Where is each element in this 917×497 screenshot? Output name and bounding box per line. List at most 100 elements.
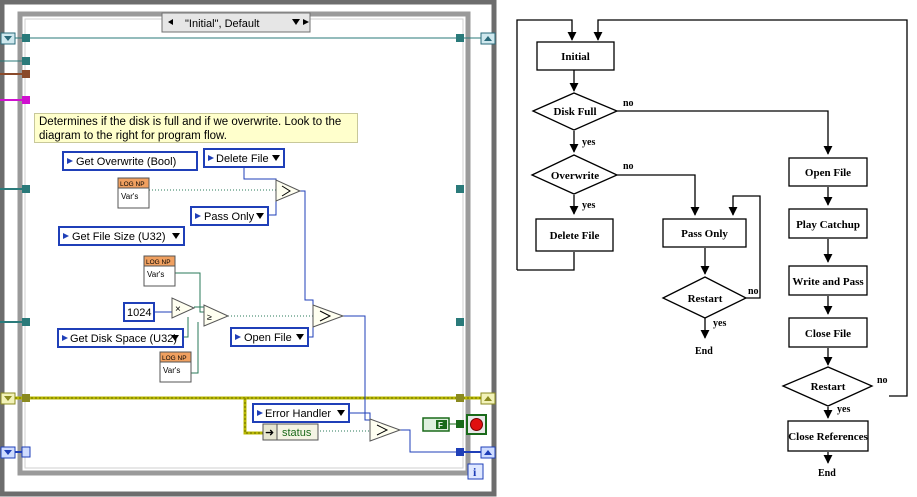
- diagram-comment: Determines if the disk is full and if we…: [34, 113, 358, 143]
- svg-text:LOG NP: LOG NP: [162, 355, 187, 362]
- label-disk-full-yes: yes: [582, 137, 595, 148]
- iteration-terminal[interactable]: i: [467, 463, 484, 480]
- shift-register-left[interactable]: [0, 32, 16, 45]
- svg-text:Write and Pass: Write and Pass: [792, 276, 864, 288]
- svg-text:Initial: Initial: [561, 51, 590, 63]
- enum-label: Pass Only: [204, 211, 255, 223]
- loop-condition-stop[interactable]: [466, 414, 487, 435]
- multiply-icon: ×: [175, 304, 181, 315]
- label-restart-left-no: no: [748, 286, 759, 297]
- label-disk-full-no: no: [623, 98, 634, 109]
- enum-get-disk-space[interactable]: Get Disk Space (U32): [57, 328, 184, 348]
- svg-text:Close File: Close File: [805, 328, 851, 340]
- label-overwrite-no: no: [623, 161, 634, 172]
- enum-dropdown-icon: [235, 334, 241, 340]
- enum-get-file-size[interactable]: Get File Size (U32): [58, 226, 185, 246]
- unbundle-status[interactable]: ➜ status: [262, 423, 319, 441]
- label-restart-right-no: no: [877, 375, 888, 386]
- subvi-log-np-1[interactable]: LOG NP Var's: [117, 177, 150, 209]
- node-pass-only: Pass Only: [662, 218, 747, 248]
- subvi-log-np-3[interactable]: LOG NP Var's: [159, 351, 192, 383]
- enum-dropdown-icon: [63, 233, 69, 239]
- decrement-arrow-icon[interactable]: [168, 19, 173, 25]
- decision-disk-full: Disk Full: [531, 92, 619, 131]
- label-overwrite-yes: yes: [582, 200, 595, 211]
- subvi-log-np-2[interactable]: LOG NP Var's: [143, 255, 176, 287]
- enum-arrow-icon: [337, 410, 345, 416]
- svg-text:Play Catchup: Play Catchup: [796, 219, 860, 231]
- svg-text:Var's: Var's: [147, 270, 164, 279]
- svg-text:Var's: Var's: [121, 192, 138, 201]
- svg-text:Restart: Restart: [688, 293, 723, 305]
- error-shift-register-left[interactable]: [0, 392, 16, 405]
- stop-icon: [470, 418, 483, 431]
- enum-error-handler[interactable]: Error Handler: [252, 403, 350, 423]
- enum-arrow-icon: [256, 213, 264, 219]
- greater-or-equal-icon: ≥: [207, 312, 212, 322]
- block-diagram: "Initial", Default: [0, 0, 497, 497]
- program-flowchart: Initial Delete File Pass Only Open File …: [516, 19, 908, 479]
- enum-get-overwrite[interactable]: Get Overwrite (Bool): [62, 151, 198, 171]
- enum-label: Error Handler: [265, 408, 331, 420]
- constant-1024-label: 1024: [127, 307, 151, 319]
- decision-restart-left: Restart: [661, 276, 748, 319]
- node-delete-file: Delete File: [535, 218, 614, 252]
- decision-restart-right: Restart: [781, 366, 874, 407]
- select-node-2[interactable]: [312, 304, 345, 328]
- enum-dropdown-icon: [208, 155, 214, 161]
- state-shift-register-left[interactable]: [0, 446, 16, 459]
- label-end-left: End: [695, 346, 713, 357]
- case-selector[interactable]: "Initial", Default: [161, 12, 311, 33]
- status-label: status: [282, 427, 312, 439]
- svg-text:F: F: [438, 421, 443, 430]
- select-node-1[interactable]: [275, 179, 302, 202]
- enum-delete-file[interactable]: Delete File: [203, 148, 285, 168]
- enum-label: Get Overwrite (Bool): [76, 156, 176, 168]
- constant-1024[interactable]: 1024: [123, 302, 155, 322]
- case-selector-label: "Initial", Default: [185, 18, 259, 30]
- enum-arrow-icon: [171, 335, 179, 341]
- node-play-catchup: Play Catchup: [788, 208, 868, 239]
- svg-text:LOG NP: LOG NP: [146, 259, 171, 266]
- arrow-right-icon: ➜: [265, 427, 274, 439]
- select-node-3[interactable]: [369, 418, 402, 442]
- boolean-constant-false[interactable]: F: [422, 417, 450, 432]
- svg-text:Close References: Close References: [788, 431, 868, 443]
- node-close-file: Close File: [788, 317, 868, 348]
- decision-overwrite: Overwrite: [530, 154, 619, 195]
- svg-text:LOG NP: LOG NP: [120, 181, 145, 188]
- dropdown-arrow-icon[interactable]: [292, 19, 300, 25]
- node-open-file: Open File: [788, 157, 868, 187]
- state-shift-register-right[interactable]: [480, 446, 496, 459]
- enum-arrow-icon: [296, 334, 304, 340]
- enum-dropdown-icon: [257, 410, 263, 416]
- label-end-right: End: [818, 468, 836, 479]
- enum-label: Get Disk Space (U32): [70, 333, 177, 345]
- enum-label: Get File Size (U32): [72, 231, 166, 243]
- label-restart-right-yes: yes: [837, 404, 850, 415]
- enum-open-file[interactable]: Open File: [230, 327, 309, 347]
- shift-register-right[interactable]: [480, 32, 496, 45]
- svg-text:Pass Only: Pass Only: [681, 228, 728, 240]
- svg-text:Restart: Restart: [811, 381, 846, 393]
- multiply-node[interactable]: ×: [171, 297, 196, 319]
- enum-arrow-icon: [272, 155, 280, 161]
- compare-node[interactable]: ≥: [203, 304, 230, 327]
- label-restart-left-yes: yes: [713, 318, 726, 329]
- enum-label: Delete File: [216, 153, 269, 165]
- svg-text:Delete File: Delete File: [550, 230, 600, 242]
- svg-text:Disk Full: Disk Full: [553, 106, 596, 118]
- node-close-references: Close References: [787, 420, 869, 452]
- error-shift-register-right[interactable]: [480, 392, 496, 405]
- increment-arrow-icon[interactable]: [303, 19, 309, 25]
- enum-dropdown-icon: [67, 158, 73, 164]
- svg-text:Var's: Var's: [163, 366, 180, 375]
- svg-text:Open File: Open File: [805, 167, 851, 179]
- info-icon: i: [473, 465, 477, 479]
- enum-dropdown-icon: [195, 213, 201, 219]
- enum-arrow-icon: [172, 233, 180, 239]
- node-initial: Initial: [536, 41, 615, 71]
- svg-text:Overwrite: Overwrite: [551, 170, 599, 182]
- enum-label: Open File: [244, 332, 292, 344]
- enum-pass-only[interactable]: Pass Only: [190, 206, 269, 226]
